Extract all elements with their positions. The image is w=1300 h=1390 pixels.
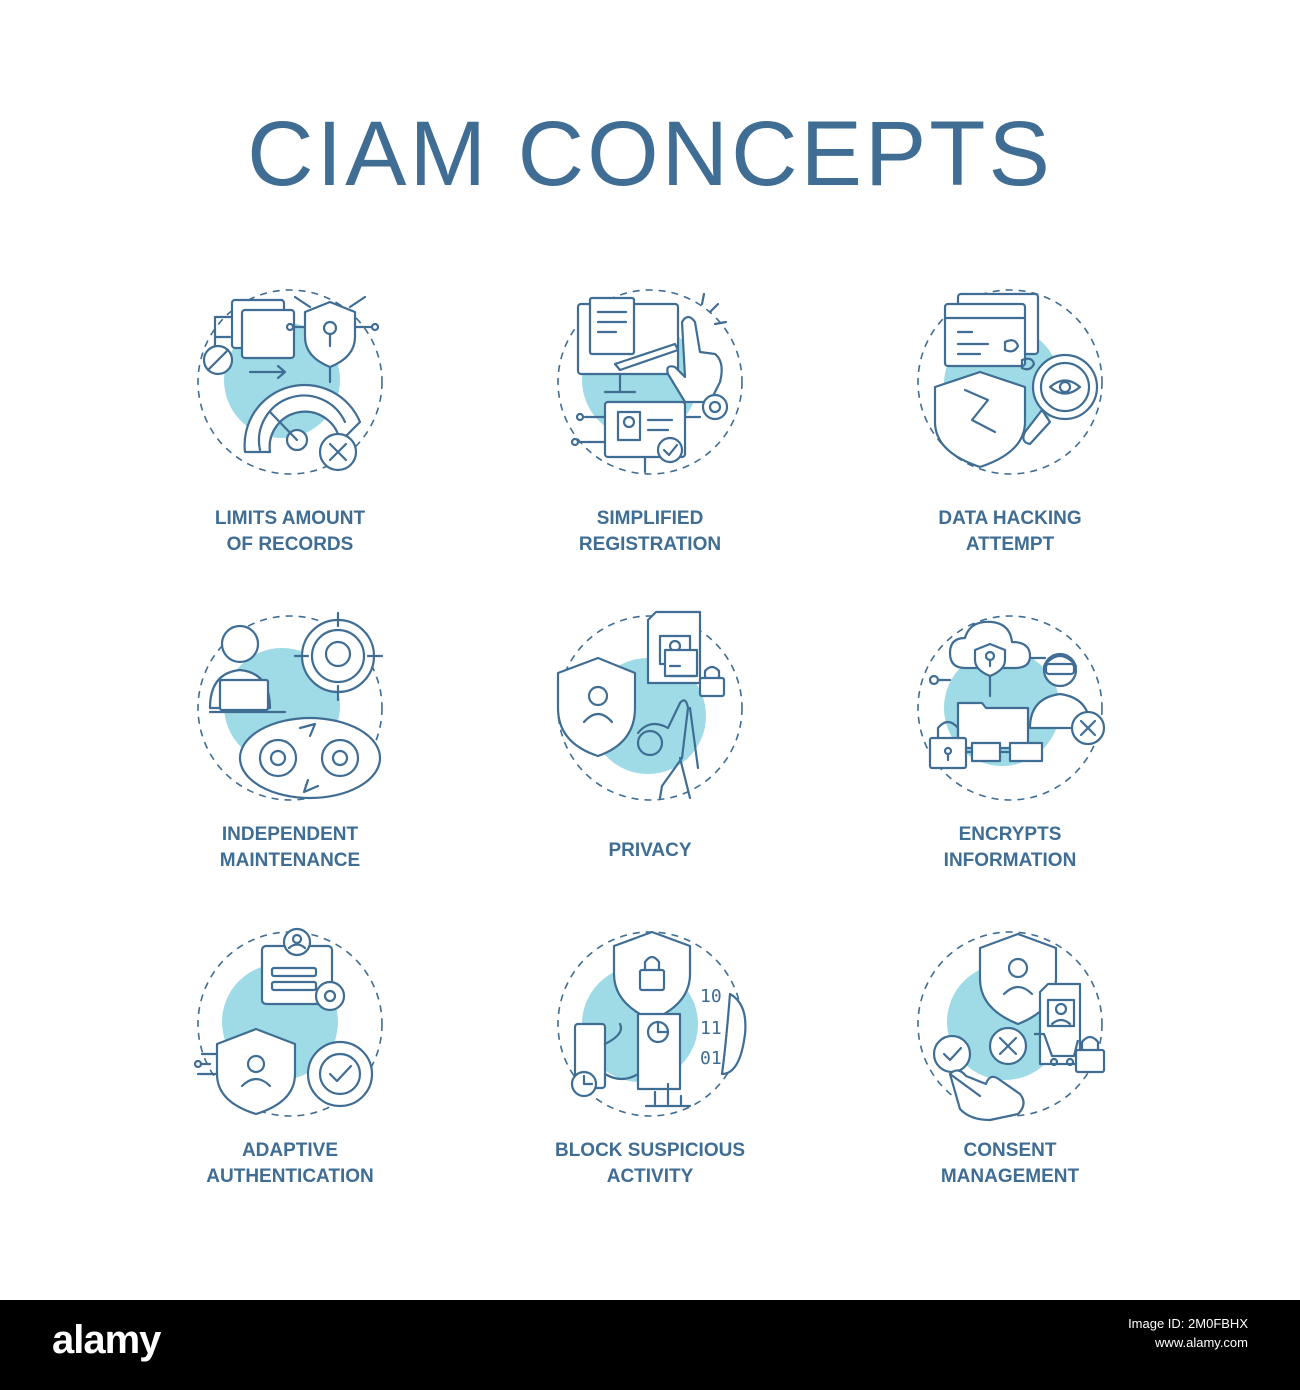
item-label: LIMITS AMOUNT OF RECORDS [214,508,366,555]
privacy-icon [556,610,743,801]
limit-records-icon [197,289,383,475]
svg-text:01: 01 [700,1048,722,1069]
item-label: ADAPTIVE AUTHENTICATION [206,1140,374,1187]
svg-text:10: 10 [700,986,722,1007]
concept-adaptive-authentication: ADAPTIVE AUTHENTICATION [140,924,440,1187]
item-label: PRIVACY [608,840,692,861]
concept-encrypts-information: ENCRYPTS INFORMATION [860,608,1160,871]
concept-block-suspicious-activity: 10 11 01 BLOCK SUSPICIOUS ACTIVITY [500,924,800,1187]
svg-text:11: 11 [700,1018,722,1039]
concept-limits-records: LIMITS AMOUNT OF RECORDS [140,282,440,555]
authentication-icon [193,927,383,1117]
brand-logo: alamy [52,1318,161,1362]
item-label: SIMPLIFIED REGISTRATION [578,508,722,555]
page-title: CIAM CONCEPTS [247,103,1053,205]
item-label: BLOCK SUSPICIOUS ACTIVITY [554,1140,746,1187]
item-label: ENCRYPTS INFORMATION [943,824,1077,871]
consent-icon [917,931,1106,1122]
footer-bar: alamy Image ID: 2M0FBHX www.alamy.com [0,1300,1300,1390]
item-label: DATA HACKING ATTEMPT [938,508,1082,555]
concept-simplified-registration: SIMPLIFIED REGISTRATION [500,282,800,555]
item-label: CONSENT MANAGEMENT [940,1140,1080,1187]
block-activity-icon: 10 11 01 [557,930,747,1117]
maintenance-icon [197,611,384,801]
hacking-attempt-icon [917,289,1103,475]
concept-independent-maintenance: INDEPENDENT MAINTENANCE [140,608,440,871]
registration-icon [557,289,743,475]
concept-privacy: PRIVACY [500,608,800,861]
image-id-block: Image ID: 2M0FBHX www.alamy.com [1128,1314,1248,1352]
site-url: www.alamy.com [1155,1335,1248,1350]
image-id: Image ID: 2M0FBHX [1128,1316,1248,1331]
concept-data-hacking: DATA HACKING ATTEMPT [860,282,1160,555]
item-label: INDEPENDENT MAINTENANCE [219,824,361,871]
encryption-icon [917,615,1106,801]
concept-consent-management: CONSENT MANAGEMENT [860,924,1160,1187]
